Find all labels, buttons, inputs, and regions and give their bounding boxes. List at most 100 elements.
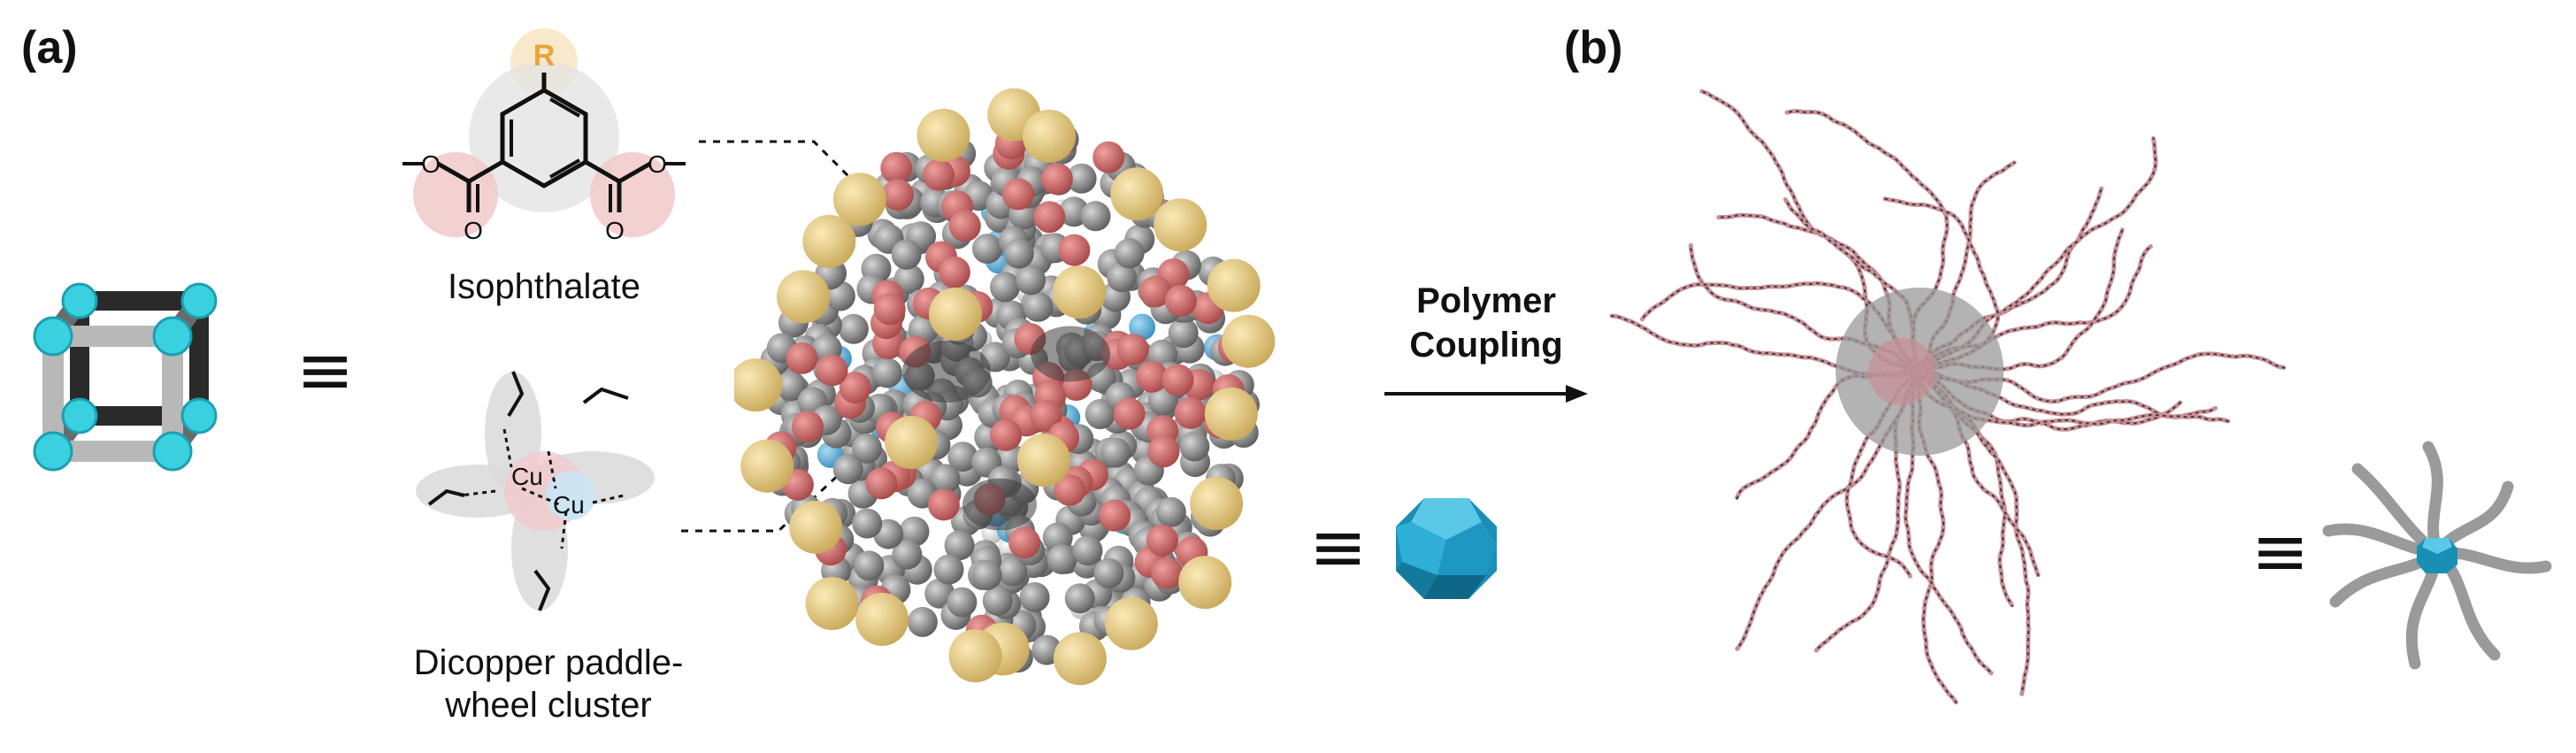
cage-atom <box>1066 163 1097 194</box>
cage-atom <box>1016 265 1046 296</box>
cage-atom <box>893 264 924 295</box>
cage-atom <box>1080 201 1111 232</box>
isophthalate-caption: Isophthalate <box>448 267 640 306</box>
cage-atom <box>1017 434 1070 487</box>
cage-atom <box>873 293 906 326</box>
cuboctahedron-icon <box>1396 498 1497 599</box>
cage-atom <box>892 539 923 570</box>
cage-atom <box>899 516 930 547</box>
cage-atom <box>948 629 1002 683</box>
cage-atom <box>854 550 885 581</box>
cage-atom <box>938 256 970 288</box>
cage-atom <box>885 416 938 469</box>
cage-atom <box>1093 557 1124 588</box>
cage-atom <box>1003 238 1034 269</box>
cage-atom <box>832 173 886 227</box>
r-group-label: R <box>533 39 556 73</box>
cage-atom <box>816 354 848 387</box>
cage-atom <box>855 592 909 646</box>
cage-atom <box>923 158 954 191</box>
cage-atom <box>1002 178 1035 211</box>
cage-atom <box>1100 437 1131 468</box>
cage-atom <box>734 358 783 412</box>
cage-atom <box>1008 526 1041 559</box>
cage-atom <box>982 585 1013 616</box>
cage-atom <box>971 560 1002 590</box>
cage-atom <box>948 210 981 242</box>
cage-atom <box>1207 258 1261 312</box>
equivalence-symbol-2: ≡ <box>1309 508 1368 588</box>
cage-atom <box>839 372 871 403</box>
cage-atom <box>852 433 882 464</box>
polymer-core-highlight <box>1868 338 1936 405</box>
cage-atom <box>789 500 843 554</box>
cage-atom <box>1023 109 1076 163</box>
cage-atom <box>1104 596 1158 650</box>
cage-atom <box>1030 399 1062 432</box>
cage-atom <box>1023 291 1054 322</box>
cage-atom <box>1019 582 1050 612</box>
cage-atom <box>933 554 964 585</box>
oxygen-label: O <box>605 217 625 244</box>
paddlewheel-caption: Dicopper paddle- wheel cluster <box>380 642 717 726</box>
cage-atom <box>802 214 856 268</box>
cage-atom <box>1110 167 1164 221</box>
cage-atom <box>832 454 863 485</box>
cage-atom <box>1040 163 1073 196</box>
cage-pore <box>902 341 991 403</box>
cage-atom <box>777 270 830 324</box>
cage-atom <box>865 467 898 500</box>
cage-atom <box>972 234 1002 265</box>
cage-atom <box>1092 141 1125 173</box>
cage-atom <box>1190 476 1244 530</box>
polymer-chain-backbone <box>1919 161 2016 373</box>
cage-atom <box>1046 544 1077 575</box>
cage-model <box>734 88 1276 686</box>
polymer-chain-backbone <box>1905 371 1992 674</box>
cage-atom <box>1114 238 1145 269</box>
paddlewheel-structure: Cu Cu <box>416 371 655 611</box>
cage-atom <box>1064 583 1095 614</box>
cage-atom <box>776 371 807 402</box>
cage-atom <box>1113 397 1146 430</box>
cage-atom <box>990 419 1023 451</box>
cage-pore <box>962 478 1037 531</box>
oxygen-label: O <box>421 150 441 178</box>
cage-atom <box>1168 318 1199 349</box>
cage-atom <box>930 464 961 495</box>
cage-atom <box>1116 334 1149 365</box>
cage-atom <box>786 342 818 374</box>
cage-atom <box>944 530 975 561</box>
cage-atom <box>990 272 1020 303</box>
cage-atom <box>852 508 883 539</box>
cage-atom <box>1164 285 1197 317</box>
equivalence-symbol-1: ≡ <box>296 331 355 411</box>
cage-atom <box>1154 198 1208 252</box>
cage-atom <box>1178 556 1232 610</box>
cu-label-2: Cu <box>553 491 585 519</box>
oxygen-label: O <box>648 150 667 178</box>
polymer-mop-model <box>1609 88 2288 705</box>
cage-atom <box>1179 431 1210 462</box>
polymer-chain-backbone <box>1785 110 1949 373</box>
cage-atom <box>805 577 859 630</box>
cu-label-1: Cu <box>511 463 543 490</box>
cage-atom <box>947 587 978 618</box>
polymer-chain-backbone <box>1919 371 2040 577</box>
cage-atom <box>1155 496 1186 527</box>
oxygen-label: O <box>464 217 483 244</box>
cage-atom <box>947 442 978 473</box>
cage-atom <box>907 606 938 637</box>
polymer-chain-backbone <box>1736 370 1920 500</box>
cage-atom <box>997 556 1028 587</box>
cage-atom <box>1151 557 1184 589</box>
cage-atom <box>1146 524 1178 557</box>
cage-atom <box>1054 473 1086 506</box>
polymer-chain-backbone <box>1919 371 2181 431</box>
cage-atom <box>1072 535 1103 566</box>
polymer-chain-backbone <box>1640 282 1920 373</box>
paddlewheel-caption-line1: Dicopper paddle- <box>413 643 684 682</box>
arrow-label-line2: Coupling <box>1409 326 1563 365</box>
cage-atom <box>1033 201 1066 234</box>
